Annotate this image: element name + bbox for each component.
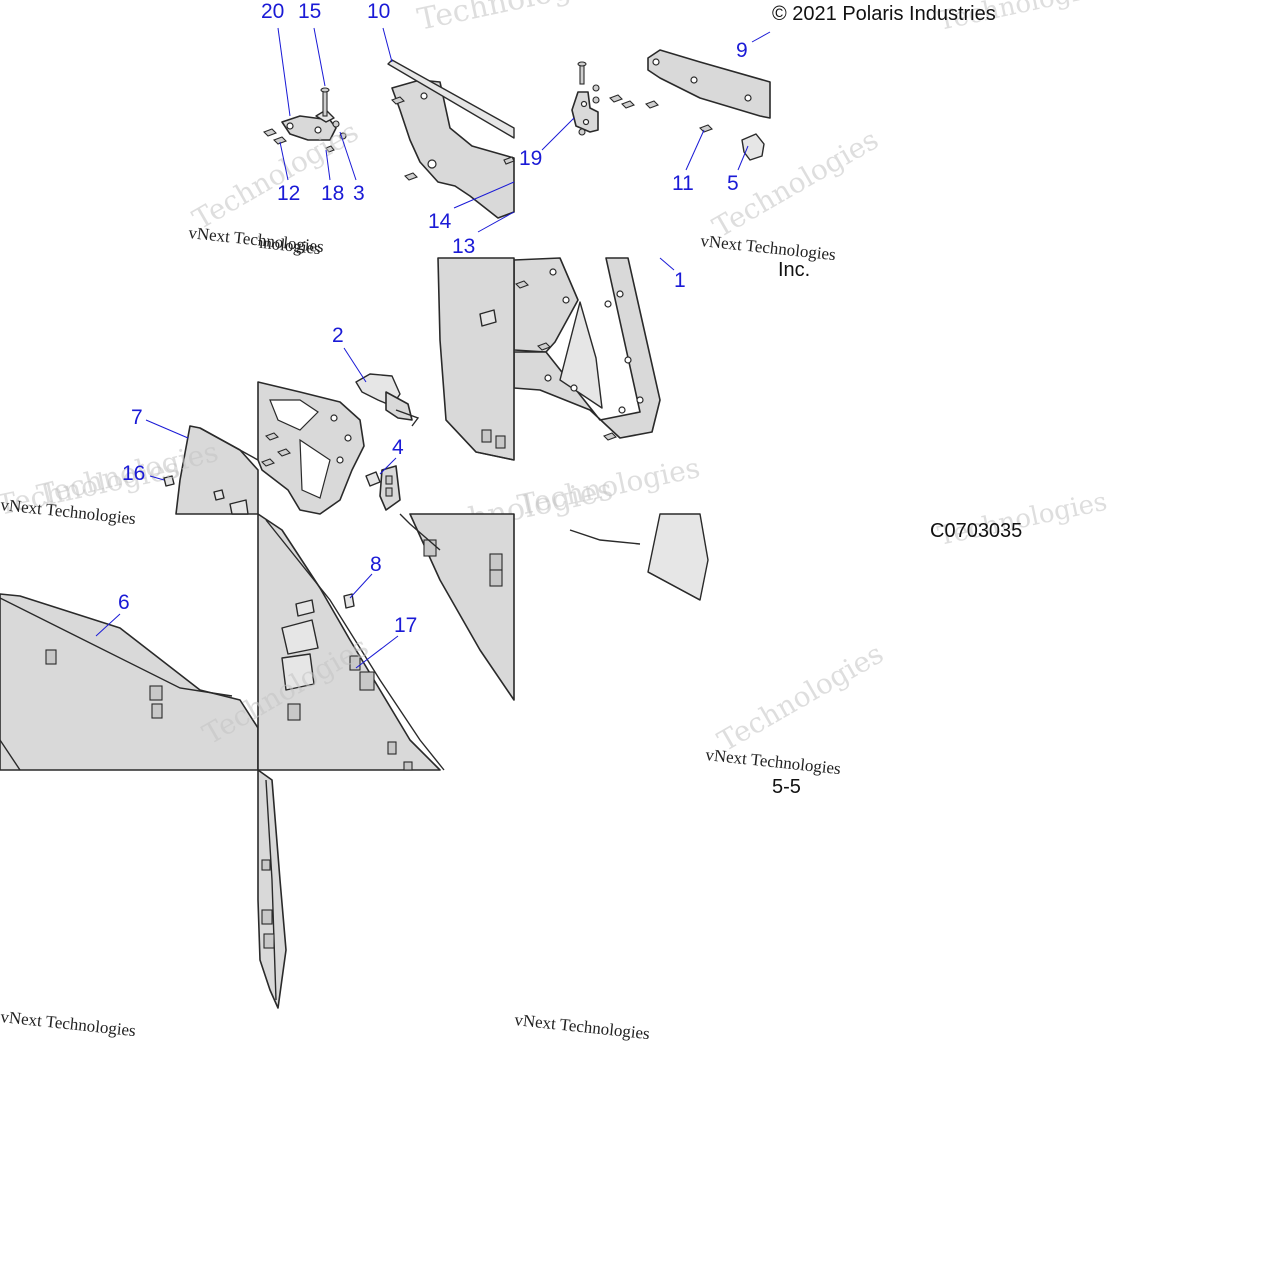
part-upper-frame — [387, 59, 515, 219]
part-bumper-5 — [741, 133, 765, 161]
drawing-code-tail: 5-5 — [772, 776, 801, 798]
watermark: Technologies — [712, 637, 889, 758]
title-block: © 2021 Polaris Industries Inc. C0703035 … — [772, 3, 1022, 798]
part-fasteners-small — [263, 120, 347, 153]
part-latch-bracket — [571, 61, 659, 136]
callout-10: 10 — [367, 0, 390, 23]
part-latch-handle — [355, 373, 420, 427]
callout-15: 15 — [298, 0, 321, 23]
callout-2: 2 — [332, 324, 344, 347]
watermark: Technologies — [515, 451, 703, 522]
drawing-code: C0703035 — [930, 520, 1022, 542]
part-long-beam — [647, 49, 771, 119]
callout-12: 12 — [277, 182, 300, 205]
callout-5: 5 — [727, 172, 739, 195]
watermark: Technologies — [414, 0, 615, 38]
part-inner-frame — [257, 381, 365, 515]
callout-17: 17 — [394, 614, 417, 637]
callout-14: 14 — [428, 210, 452, 233]
part-clip-16 — [163, 475, 175, 487]
callout-labels: 20 15 10 9 12 18 3 19 11 5 14 13 1 2 7 1… — [118, 0, 748, 637]
part-door-panel-right — [399, 513, 515, 701]
callout-9: 9 — [736, 39, 748, 62]
callout-19: 19 — [519, 147, 542, 170]
callout-13: 13 — [452, 235, 475, 258]
watermark: vNext Technologies — [0, 1007, 137, 1040]
callout-3: 3 — [353, 182, 365, 205]
leader-lines — [95, 27, 771, 669]
part-door-edge-strip — [257, 769, 287, 1009]
callout-6: 6 — [118, 591, 130, 614]
part-door-panel-left — [175, 425, 259, 515]
callout-20: 20 — [261, 0, 284, 23]
callout-16: 16 — [122, 462, 145, 485]
part-bolt-11 — [699, 124, 713, 133]
part-main-frame — [513, 257, 661, 441]
part-door-panel-lower — [0, 593, 259, 771]
part-side-panel-upper — [437, 257, 515, 461]
callout-7: 7 — [131, 406, 143, 429]
part-hinge-bracket — [281, 109, 337, 141]
part-panel-fragment — [569, 513, 709, 601]
callout-1: 1 — [674, 269, 686, 292]
callout-11: 11 — [672, 172, 694, 195]
copyright-tail: Inc. — [778, 259, 810, 281]
part-pin-bolt — [320, 87, 330, 117]
callout-18: 18 — [321, 182, 344, 205]
tile-gaps — [0, 0, 258, 356]
copyright-text: © 2021 Polaris Industries — [772, 3, 996, 25]
part-door-panel-main — [257, 513, 445, 771]
watermark: vNext Technologies — [514, 1010, 651, 1043]
part-striker — [365, 465, 401, 511]
callout-8: 8 — [370, 553, 382, 576]
callout-4: 4 — [392, 436, 404, 459]
